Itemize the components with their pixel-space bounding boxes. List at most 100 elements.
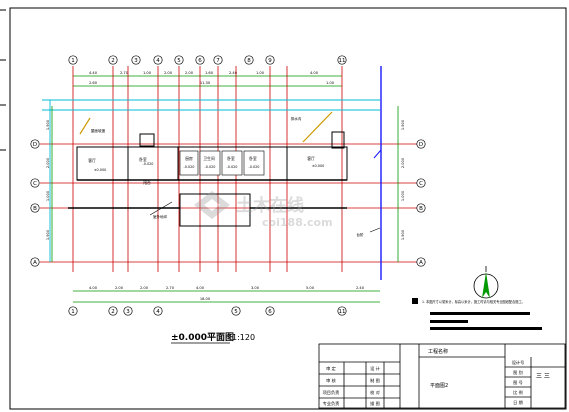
right-dim-1: 2.000 — [401, 157, 405, 168]
room-label-1: 卧室 — [139, 157, 147, 162]
right-dim-3: 1.900 — [401, 229, 405, 240]
bottom-dim-r1-6: 5.00 — [306, 286, 315, 290]
bottom-grid-bubble-4: 4 — [156, 309, 160, 315]
watermark-logo-text: 土木在线 — [236, 195, 304, 216]
annotation-2: 室外地坪 — [153, 214, 168, 219]
bottom-grid-bubble-3-circle — [123, 306, 133, 316]
level-tag-0: ±0.000 — [94, 168, 107, 172]
left-grid-bubble-C-circle — [30, 178, 40, 188]
room-label-7: 客厅 — [307, 156, 315, 161]
bottom-dimension-lines — [73, 290, 380, 303]
top-grid-bubble-1: 1 — [71, 58, 75, 64]
top-grid-bubble-8-circle — [244, 55, 254, 65]
level-tag-6: ±0.000 — [312, 164, 325, 168]
bottom-grid-bubble-1: 1 — [71, 309, 75, 315]
watermark-logo-icon — [194, 191, 230, 219]
bottom-grid-bubble-11-circle — [337, 306, 347, 316]
bottom-dim-r2-0: 18.00 — [200, 297, 211, 301]
bottom-grid-bubble-3: 3 — [126, 309, 130, 315]
top-grid-bubble-2-circle — [108, 55, 118, 65]
title-cell-3: 专业负责 — [323, 400, 340, 407]
binding-marks — [0, 9, 6, 151]
top-grid-bubble-8: 8 — [247, 58, 251, 64]
right-grid-bubble-C: C — [419, 181, 423, 187]
title-right-cell-1: 图 别 — [513, 369, 523, 376]
project-label: 工程名称 — [428, 348, 448, 355]
drawing-scale: 1:120 — [232, 333, 255, 342]
right-grid-bubble-D-circle — [416, 139, 426, 149]
bottom-grid-bubble-11: 11 — [339, 309, 346, 315]
top-grid-bubble-7: 7 — [216, 58, 220, 64]
title-cell-1: 审 核 — [326, 377, 337, 384]
room-label-3: 卫生间 — [203, 156, 215, 161]
top-grid-bubble-2: 2 — [111, 58, 115, 64]
blue-tick — [373, 149, 382, 159]
top-dim-r1-8: 4.00 — [310, 71, 319, 75]
level-tag-3: -0.020 — [205, 165, 216, 169]
bottom-dim-r1-1: 2.00 — [115, 286, 124, 290]
room-label-2: 厨房 — [185, 156, 193, 161]
top-grid-bubble-9: 9 — [268, 58, 272, 64]
top-dim-r1-6: 2.40 — [229, 71, 238, 75]
bottom-grid-bubble-2: 2 — [111, 309, 115, 315]
right-grid-bubble-B-circle — [416, 203, 426, 213]
watermark-url: coi188.com — [262, 216, 333, 229]
left-dim-2: 1.000 — [46, 190, 50, 201]
right-grid-bubble-C-circle — [416, 178, 426, 188]
top-grid-bubble-6: 6 — [198, 58, 202, 64]
drawing-title: ±0.000平面图 1:120 — [171, 332, 255, 344]
left-grid-bubble-B-circle — [30, 203, 40, 213]
top-grid-bubble-4-circle — [153, 55, 163, 65]
room-label-4: 卧室 — [227, 156, 235, 161]
right-grid-bubble-D: D — [419, 142, 423, 148]
title-cell-2: 项目负责 — [323, 389, 340, 396]
top-dim-r1-0: 4.40 — [89, 71, 98, 75]
level-tag-1: -0.020 — [143, 162, 154, 166]
bottom-dim-r1-0: 4.00 — [89, 286, 98, 290]
notes-line-1: 1. 本图尺寸以毫米计，标高以米计，施工时请与相关专业图纸配合施工。 — [422, 299, 525, 304]
drawing-title-text: ±0.000平面图 — [171, 332, 234, 343]
north-arrow-icon — [473, 266, 499, 299]
left-grid-bubble-D-circle — [30, 139, 40, 149]
bottom-grid-bubble-5-circle — [231, 306, 241, 316]
title-right-cell-2: 图 号 — [513, 380, 523, 386]
top-dim-r1-5: 1.60 — [205, 71, 214, 75]
left-grid-bubble-A: A — [33, 260, 37, 266]
right-dim-0: 1.900 — [401, 119, 405, 130]
top-dim-r1-3: 2.00 — [164, 71, 173, 75]
top-grid-bubble-4: 4 — [156, 58, 160, 64]
left-dim-0: 1.900 — [46, 119, 50, 130]
top-grid-bubble-3: 3 — [134, 58, 138, 64]
top-dim-r2-1: 11.30 — [200, 81, 211, 85]
bottom-dim-r1-4: 4.00 — [196, 286, 205, 290]
bottom-grid-bubble-6-circle — [265, 306, 275, 316]
notes-block: 1. 本图尺寸以毫米计，标高以米计，施工时请与相关专业图纸配合施工。 — [412, 298, 542, 330]
top-dim-r2-0: 2.60 — [89, 81, 98, 85]
right-grid-bubble-A-circle — [416, 257, 426, 267]
level-tag-5: -0.020 — [249, 165, 260, 169]
bottom-dim-r1-3: 2.70 — [166, 286, 175, 290]
right-dim-2: 1.000 — [401, 190, 405, 201]
annotation-0: 屋面坡度 — [91, 128, 106, 133]
bottom-dim-r1-7: 2.40 — [356, 286, 365, 290]
level-tag-2: -0.020 — [184, 165, 195, 169]
top-dim-r1-1: 2.70 — [120, 71, 129, 75]
annotation-3: 台阶 — [356, 232, 364, 237]
title-cell-5: 制 图 — [370, 377, 380, 384]
top-grid-bubble-5: 5 — [177, 58, 181, 64]
room-labels: 客厅卧室厨房卫生间卧室卧室阳台客厅 — [88, 156, 315, 185]
title-cell-6: 校 对 — [370, 389, 380, 396]
top-dim-r1-4: 2.00 — [185, 71, 194, 75]
bottom-dim-r1-5: 3.00 — [251, 286, 260, 290]
top-grid-bubble-6-circle — [195, 55, 205, 65]
title-right-cell-4: 日 期 — [513, 400, 523, 406]
left-grid-bubble-B: B — [33, 206, 37, 212]
